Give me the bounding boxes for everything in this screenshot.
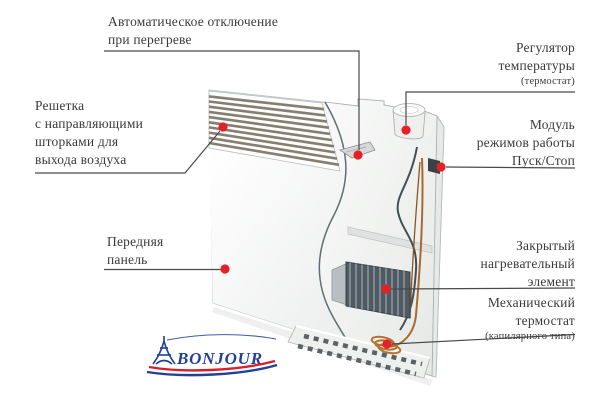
- label-line: панель: [107, 252, 148, 267]
- callout-line-mech-thermostat: [391, 333, 576, 345]
- callout-line-heating-element: [390, 287, 576, 290]
- callout-dot-auto-shutoff: [353, 150, 363, 160]
- internal-wiring: [389, 146, 424, 348]
- callout-dot-grille: [218, 122, 228, 132]
- logo-upper-swoosh: [166, 334, 277, 341]
- label-auto-shutoff: Автоматическое отключение при перегреве: [108, 13, 278, 49]
- label-line: Решетка: [35, 98, 85, 113]
- logo-text: BONJOUR: [176, 349, 263, 368]
- logo-blue-swoosh: [146, 363, 278, 377]
- air-inlet-grille: [287, 325, 431, 379]
- eiffel-tower-icon: [152, 336, 176, 365]
- air-outlet-grille: [208, 90, 341, 172]
- callout-dot-front-panel: [220, 264, 230, 274]
- bonjour-logo: BONJOUR: [143, 331, 283, 379]
- callout-dot-temp-regulator: [401, 125, 411, 135]
- label-mode-module: Модуль режимов работы Пуск/Стоп: [385, 116, 575, 170]
- label-temp-regulator: Регулятор температуры (термостат): [385, 39, 575, 89]
- label-line: при перегреве: [108, 32, 192, 47]
- label-note: (термостат): [520, 76, 575, 87]
- front-panel: [209, 148, 352, 348]
- thermostat-knob: [392, 103, 426, 140]
- label-line: нагревательный: [480, 256, 575, 271]
- label-line: выхода воздуха: [35, 152, 127, 167]
- mode-module-connector: [428, 158, 440, 174]
- label-heating-element: Закрытый нагревательный элемент: [385, 237, 575, 291]
- label-line: термостат: [515, 313, 575, 328]
- callout-dots: [218, 122, 446, 349]
- callout-line-grille: [35, 130, 221, 174]
- label-line: температуры: [498, 58, 575, 73]
- inner-groove: [347, 226, 433, 254]
- logo-red-swoosh: [148, 359, 276, 372]
- callout-dot-heating-element: [381, 284, 391, 294]
- cutaway-edge: [318, 101, 353, 349]
- label-note: (капилярного типа): [485, 331, 575, 342]
- label-line: Передняя: [107, 234, 164, 249]
- callout-dot-mech-thermostat: [382, 339, 392, 349]
- label-line: шторками для: [35, 134, 119, 149]
- callout-line-auto-shutoff: [104, 50, 360, 150]
- label-line: Автоматическое отключение: [108, 14, 279, 29]
- thermal-cutout: [338, 141, 376, 159]
- label-line: Закрытый: [516, 238, 575, 253]
- label-line: режимов работы: [476, 135, 575, 150]
- label-line: Пуск/Стоп: [511, 153, 575, 168]
- label-front-panel: Передняя панель: [107, 233, 163, 269]
- label-line: с направляющими: [35, 116, 143, 131]
- label-line: Модуль: [529, 117, 575, 132]
- label-line: Механический: [487, 295, 575, 310]
- callout-line-temp-regulator: [405, 91, 575, 125]
- heating-element: [331, 261, 411, 319]
- callout-line-mode-module: [445, 166, 576, 169]
- label-grille: Решетка с направляющими шторками для вых…: [35, 97, 143, 169]
- label-line: элемент: [527, 274, 575, 289]
- label-mech-thermostat: Механический термостат (капилярного типа…: [385, 294, 575, 344]
- label-line: Регулятор: [516, 40, 575, 55]
- callout-dot-mode-module: [436, 162, 446, 172]
- callout-lines: [35, 50, 576, 345]
